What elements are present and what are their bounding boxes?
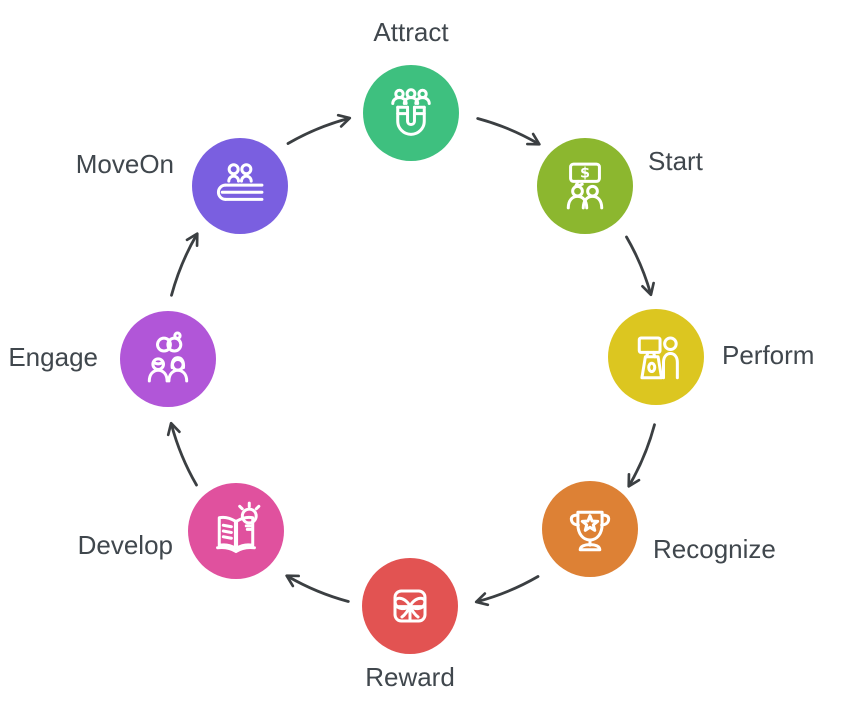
arrow-develop-to-engage: [166, 421, 198, 487]
people-exit-belt-icon: [216, 163, 264, 201]
node-label-engage: Engage: [8, 342, 98, 372]
node-recognize: [542, 481, 638, 577]
node-label-develop: Develop: [77, 530, 173, 560]
gift-box-bow-icon: [393, 589, 427, 623]
arrow-start-to-perform: [625, 235, 655, 297]
node-start: $: [537, 138, 633, 234]
arrow-reward-to-develop: [285, 574, 350, 603]
node-label-attract: Attract: [373, 17, 449, 47]
node-moveon: [192, 138, 288, 234]
arrow-recognize-to-reward: [474, 575, 540, 607]
node-label-start: Start: [648, 146, 703, 176]
svg-text:$: $: [580, 165, 590, 181]
arrow-attract-to-start: [476, 117, 541, 146]
open-book-lightbulb-icon: [216, 501, 261, 554]
node-attract: [363, 65, 459, 161]
node-label-moveon: MoveOn: [75, 149, 174, 179]
node-perform: [608, 309, 704, 405]
workstation-person-icon: [637, 336, 679, 380]
magnet-audience-icon: [391, 88, 431, 136]
arrow-moveon-to-attract: [286, 113, 352, 145]
arrow-engage-to-moveon: [170, 232, 199, 297]
node-label-perform: Perform: [722, 340, 815, 370]
salary-chat-people-icon: $: [566, 162, 604, 210]
arrow-perform-to-recognize: [627, 423, 656, 488]
trophy-star-icon: [569, 510, 611, 552]
node-reward: [362, 558, 458, 654]
node-engage: [120, 311, 216, 407]
node-develop: [188, 483, 284, 579]
node-label-recognize: Recognize: [653, 534, 776, 564]
rings-couple-icon: [147, 331, 189, 383]
node-label-reward: Reward: [365, 662, 455, 692]
